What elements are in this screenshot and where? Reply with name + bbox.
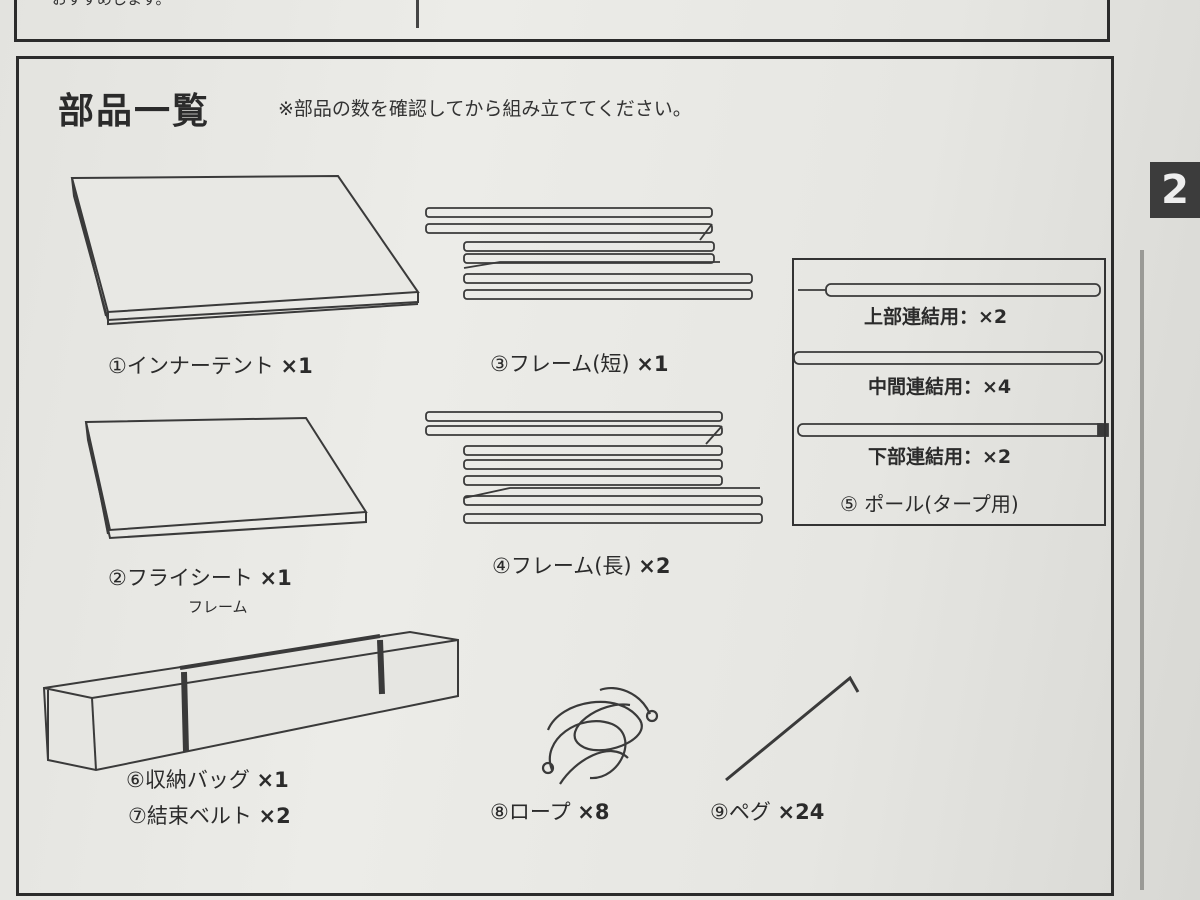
fly-sheet-illustration bbox=[84, 416, 368, 540]
part-label-binding-belt: ⑦結束ベルト ×2 bbox=[128, 804, 291, 828]
parts-list-box bbox=[16, 56, 1114, 896]
part-label-rope: ⑧ロープ ×8 bbox=[490, 800, 610, 824]
part-label-fly-sheet: ②フライシート ×1 bbox=[108, 566, 292, 590]
pole-label-top: 上部連結用：×2 bbox=[864, 306, 1008, 328]
inner-tent-illustration bbox=[70, 174, 420, 326]
pole-label-bottom: 下部連結用：×2 bbox=[868, 446, 1012, 468]
part-label-storage-bag: ⑥収納バッグ ×1 bbox=[126, 768, 289, 792]
storage-bag-illustration bbox=[42, 630, 459, 772]
frame-short-illustration bbox=[425, 207, 753, 300]
pole-illustration-fragment bbox=[416, 0, 419, 28]
previous-section-note: おすすめします。 bbox=[52, 0, 171, 9]
peg-illustration bbox=[725, 675, 860, 782]
part-sublabel-frame: フレーム bbox=[188, 598, 248, 616]
section-title: 部品一覧 bbox=[58, 91, 211, 132]
next-page-edge bbox=[1140, 250, 1144, 890]
pole-box-title: ⑤ ポール(タープ用) bbox=[840, 492, 1019, 516]
previous-section-box bbox=[14, 0, 1110, 42]
part-label-frame-short: ③フレーム(短) ×1 bbox=[490, 352, 669, 376]
rope-illustration bbox=[541, 686, 659, 785]
pole-label-middle: 中間連結用：×4 bbox=[868, 376, 1012, 398]
pole-parts-box bbox=[792, 258, 1106, 526]
pole-illustrations bbox=[793, 283, 1109, 437]
section-note: ※部品の数を確認してから組み立ててください。 bbox=[278, 98, 692, 120]
frame-long-illustration bbox=[425, 411, 763, 524]
part-label-inner-tent: ①インナーテント ×1 bbox=[108, 354, 313, 378]
page-number-tab: 2 bbox=[1150, 162, 1200, 218]
part-label-frame-long: ④フレーム(長) ×2 bbox=[492, 554, 671, 578]
part-label-peg: ⑨ペグ ×24 bbox=[710, 800, 825, 824]
